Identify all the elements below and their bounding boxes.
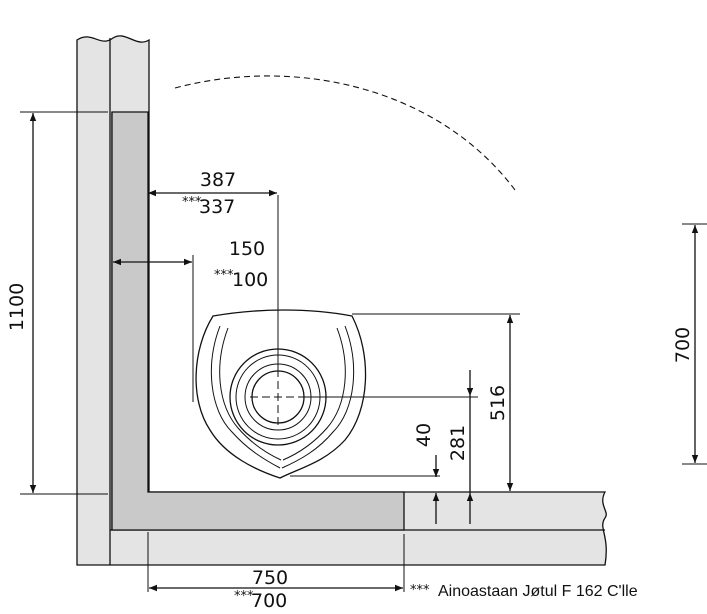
- dim-281: 281: [447, 425, 469, 461]
- note-stars: ***: [410, 583, 430, 598]
- stars-337: ***: [182, 195, 202, 210]
- dim-1100: 1100: [6, 283, 28, 331]
- stars-100: ***: [214, 268, 234, 283]
- dim-337: 337: [199, 196, 235, 218]
- dim-387: 387: [200, 169, 236, 191]
- dim-100: 100: [232, 269, 268, 291]
- dim-700-bottom: 700: [251, 590, 287, 612]
- dim-150: 150: [229, 238, 265, 260]
- dim-700-right: 700: [672, 327, 694, 363]
- note-text: Ainoastaan Jøtul F 162 C'lle: [438, 583, 638, 600]
- dim-40: 40: [413, 423, 435, 447]
- stars-700: ***: [234, 589, 254, 604]
- back-wall: [76, 35, 607, 566]
- stove: [195, 309, 367, 479]
- dim-516: 516: [487, 385, 509, 421]
- dim-750: 750: [252, 567, 288, 589]
- door-swing-arc: [174, 75, 516, 191]
- wall-protection: [111, 111, 405, 531]
